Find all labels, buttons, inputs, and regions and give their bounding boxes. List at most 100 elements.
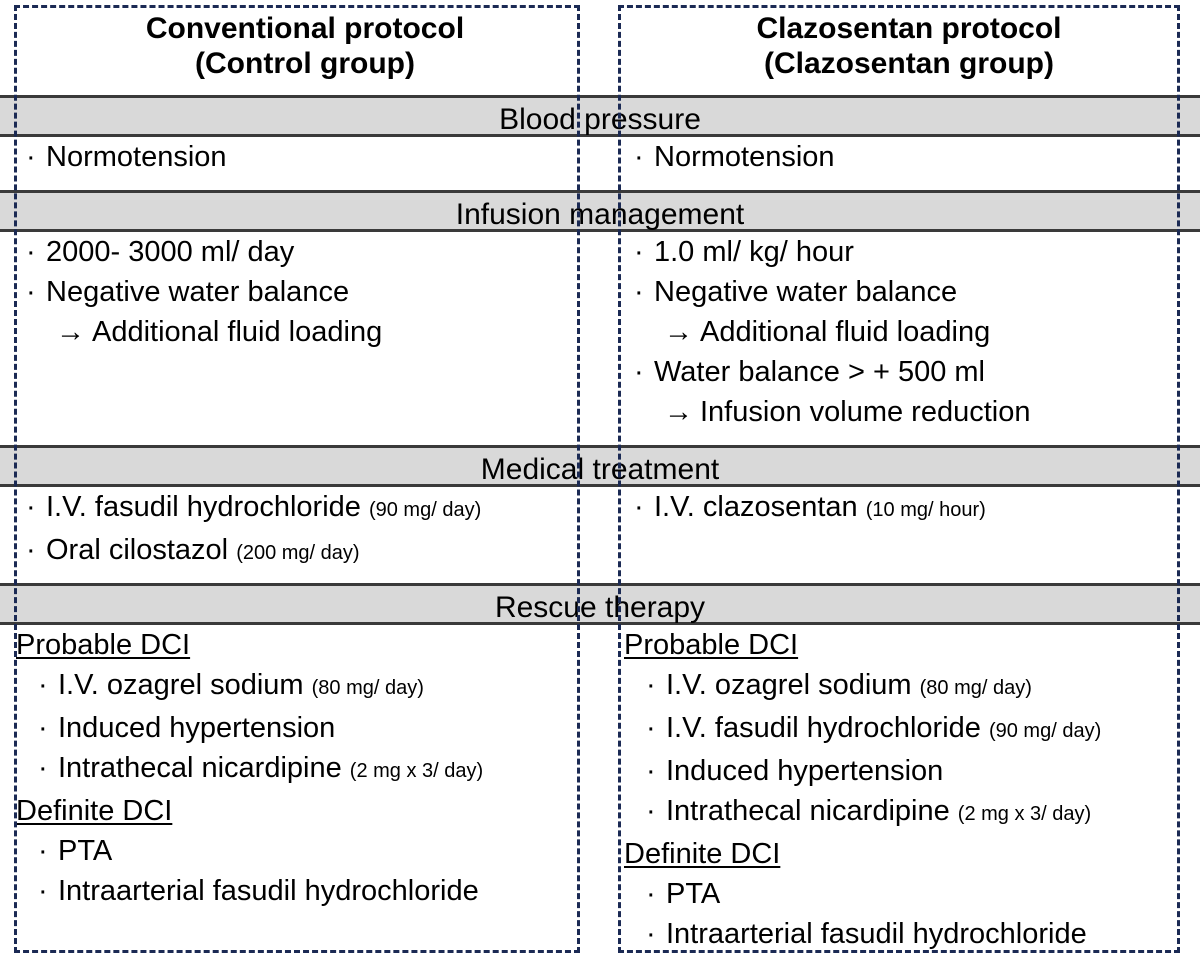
list-item-text: 2000- 3000 ml/ day <box>46 236 295 268</box>
list-item: Intrathecal nicardipine (2 mg x 3/ day) <box>646 791 1184 834</box>
blood-pressure-clazosentan-list: Normotension <box>600 137 1200 185</box>
column-headers-row: Conventional protocol (Control group) Cl… <box>0 0 1200 95</box>
list-item-text: Normotension <box>654 141 835 173</box>
section-content-rescue-therapy: Probable DCI I.V. ozagrel sodium (80 mg/… <box>0 625 1200 950</box>
protocol-title-clazosentan-line1: Clazosentan protocol <box>756 12 1062 45</box>
list-item-text: Additional fluid loading <box>92 316 383 348</box>
list-item: I.V. fasudil hydrochloride (90 mg/ day) <box>26 487 584 530</box>
list-item: I.V. fasudil hydrochloride (90 mg/ day) <box>646 708 1184 751</box>
dashed-frame-control-protocol <box>14 5 580 953</box>
list-item: I.V. clazosentan (10 mg/ hour) <box>634 487 1184 530</box>
list-item: I.V. ozagrel sodium (80 mg/ day) <box>38 665 584 708</box>
column-header-clazosentan: Clazosentan protocol (Clazosentan group) <box>600 0 1200 95</box>
list-item-text: I.V. ozagrel sodium <box>666 669 912 701</box>
medical-treatment-clazosentan-list: I.V. clazosentan (10 mg/ hour) <box>600 487 1200 583</box>
infusion-clazosentan-list: 1.0 ml/ kg/ hour Negative water balance … <box>600 232 1200 445</box>
rescue-group-items: PTA Intraarterial fasudil hydrochloride <box>26 831 584 911</box>
section-content-infusion-management: 2000- 3000 ml/ day Negative water balanc… <box>0 232 1200 445</box>
rescue-group-probable-clazosentan: Probable DCI <box>624 625 1184 665</box>
list-item-text: I.V. clazosentan <box>654 491 858 523</box>
section-band-label-blood-pressure: Blood pressure <box>499 103 701 136</box>
list-item-text: Negative water balance <box>654 276 958 308</box>
list-item: PTA <box>38 831 584 871</box>
column-header-control: Conventional protocol (Control group) <box>0 0 600 95</box>
list-item-text: Normotension <box>46 141 227 173</box>
list-item-sub: Infusion volume reduction <box>634 392 1184 432</box>
list-item-text: Intraarterial fasudil hydrochloride <box>666 918 1087 950</box>
blood-pressure-control-list: Normotension <box>0 137 600 185</box>
list-item-text: Intraarterial fasudil hydrochloride <box>58 875 479 907</box>
list-item-text: PTA <box>666 878 721 910</box>
protocol-title-clazosentan: Clazosentan protocol (Clazosentan group) <box>634 0 1184 81</box>
list-item: Intraarterial fasudil hydrochloride <box>38 871 584 911</box>
dose-annotation: (90 mg/ day) <box>368 499 482 521</box>
dose-annotation: (80 mg/ day) <box>311 677 424 699</box>
list-item-sub: Additional fluid loading <box>26 312 584 352</box>
list-item: Oral cilostazol (200 mg/ day) <box>26 530 584 573</box>
list-item: Normotension <box>26 137 584 177</box>
rescue-therapy-control-list: Probable DCI I.V. ozagrel sodium (80 mg/… <box>0 625 600 945</box>
protocol-title-control-line1: Conventional protocol <box>145 12 465 45</box>
list-item-text: I.V. fasudil hydrochloride <box>666 712 981 744</box>
rescue-group-items: I.V. ozagrel sodium (80 mg/ day) Induced… <box>26 665 584 791</box>
protocol-title-control-line2: (Control group) <box>195 47 415 80</box>
list-item-text: Water balance > + 500 ml <box>654 356 985 388</box>
rescue-group-definite-control: Definite DCI <box>16 791 584 831</box>
rescue-group-heading: Probable DCI <box>16 629 191 661</box>
rescue-therapy-clazosentan-list: Probable DCI I.V. ozagrel sodium (80 mg/… <box>600 625 1200 950</box>
dose-annotation: (200 mg/ day) <box>236 542 360 564</box>
list-item-text: Additional fluid loading <box>700 316 991 348</box>
rescue-group-definite-clazosentan: Definite DCI <box>624 834 1184 874</box>
list-item-text: Negative water balance <box>46 276 350 308</box>
dose-annotation: (2 mg x 3/ day) <box>957 803 1092 825</box>
rescue-group-heading: Definite DCI <box>624 838 781 870</box>
list-item-text: PTA <box>58 835 113 867</box>
list-item: Induced hypertension <box>38 708 584 748</box>
rescue-group-items: PTA Intraarterial fasudil hydrochloride <box>634 874 1184 954</box>
list-item-text: I.V. ozagrel sodium <box>58 669 304 701</box>
list-item-text: Infusion volume reduction <box>700 396 1031 428</box>
section-band-blood-pressure: Blood pressure <box>0 95 1200 137</box>
list-item: Negative water balance <box>26 272 584 312</box>
rescue-group-items: I.V. ozagrel sodium (80 mg/ day) I.V. fa… <box>634 665 1184 834</box>
section-band-medical-treatment: Medical treatment <box>0 445 1200 487</box>
protocol-title-control: Conventional protocol (Control group) <box>26 0 584 81</box>
dose-annotation: (2 mg x 3/ day) <box>349 760 484 782</box>
list-item: 1.0 ml/ kg/ hour <box>634 232 1184 272</box>
section-band-label-infusion-management: Infusion management <box>455 198 745 231</box>
section-content-blood-pressure: Normotension Normotension <box>0 137 1200 185</box>
section-band-rescue-therapy: Rescue therapy <box>0 583 1200 625</box>
rescue-group-heading: Probable DCI <box>624 629 799 661</box>
list-item: Normotension <box>634 137 1184 177</box>
list-item: Water balance > + 500 ml <box>634 352 1184 392</box>
list-item: Intraarterial fasudil hydrochloride <box>646 914 1184 954</box>
list-item: Intrathecal nicardipine (2 mg x 3/ day) <box>38 748 584 791</box>
section-content-medical-treatment: I.V. fasudil hydrochloride (90 mg/ day) … <box>0 487 1200 583</box>
section-band-infusion-management: Infusion management <box>0 190 1200 232</box>
protocol-title-clazosentan-line2: (Clazosentan group) <box>764 47 1054 80</box>
list-item-text: Intrathecal nicardipine <box>666 795 950 827</box>
medical-treatment-control-list: I.V. fasudil hydrochloride (90 mg/ day) … <box>0 487 600 583</box>
infusion-control-list: 2000- 3000 ml/ day Negative water balanc… <box>0 232 600 445</box>
list-item-text: Intrathecal nicardipine <box>58 752 342 784</box>
dose-annotation: (10 mg/ hour) <box>865 499 986 521</box>
list-item: PTA <box>646 874 1184 914</box>
dose-annotation: (80 mg/ day) <box>919 677 1032 699</box>
list-item-text: 1.0 ml/ kg/ hour <box>654 236 854 268</box>
section-band-label-rescue-therapy: Rescue therapy <box>494 591 706 624</box>
list-item-sub: Additional fluid loading <box>634 312 1184 352</box>
section-band-label-medical-treatment: Medical treatment <box>480 453 720 486</box>
list-item-text: I.V. fasudil hydrochloride <box>46 491 361 523</box>
list-item: Induced hypertension <box>646 751 1184 791</box>
list-item-text: Oral cilostazol <box>46 534 229 566</box>
dashed-frame-clazosentan-protocol <box>618 5 1180 953</box>
list-item: Negative water balance <box>634 272 1184 312</box>
rescue-group-probable-control: Probable DCI <box>16 625 584 665</box>
rescue-group-heading: Definite DCI <box>16 795 173 827</box>
list-item: I.V. ozagrel sodium (80 mg/ day) <box>646 665 1184 708</box>
list-item: 2000- 3000 ml/ day <box>26 232 584 272</box>
list-item-text: Induced hypertension <box>58 712 336 744</box>
list-item-text: Induced hypertension <box>666 755 944 787</box>
